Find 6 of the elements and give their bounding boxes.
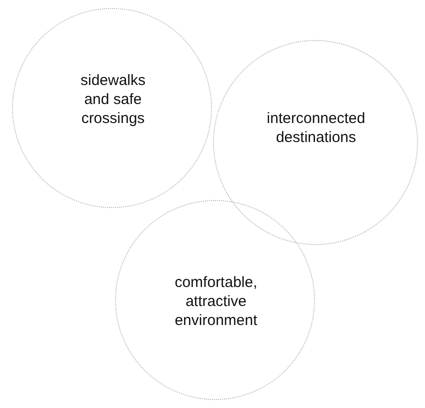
circle-label: sidewalks and safe crossings (79, 71, 147, 128)
circle (115, 200, 315, 400)
circle (12, 8, 212, 208)
circle-label: interconnected destinations (266, 109, 366, 147)
circle (213, 40, 418, 245)
circle-label: comfortable, attractive environment (174, 273, 258, 330)
